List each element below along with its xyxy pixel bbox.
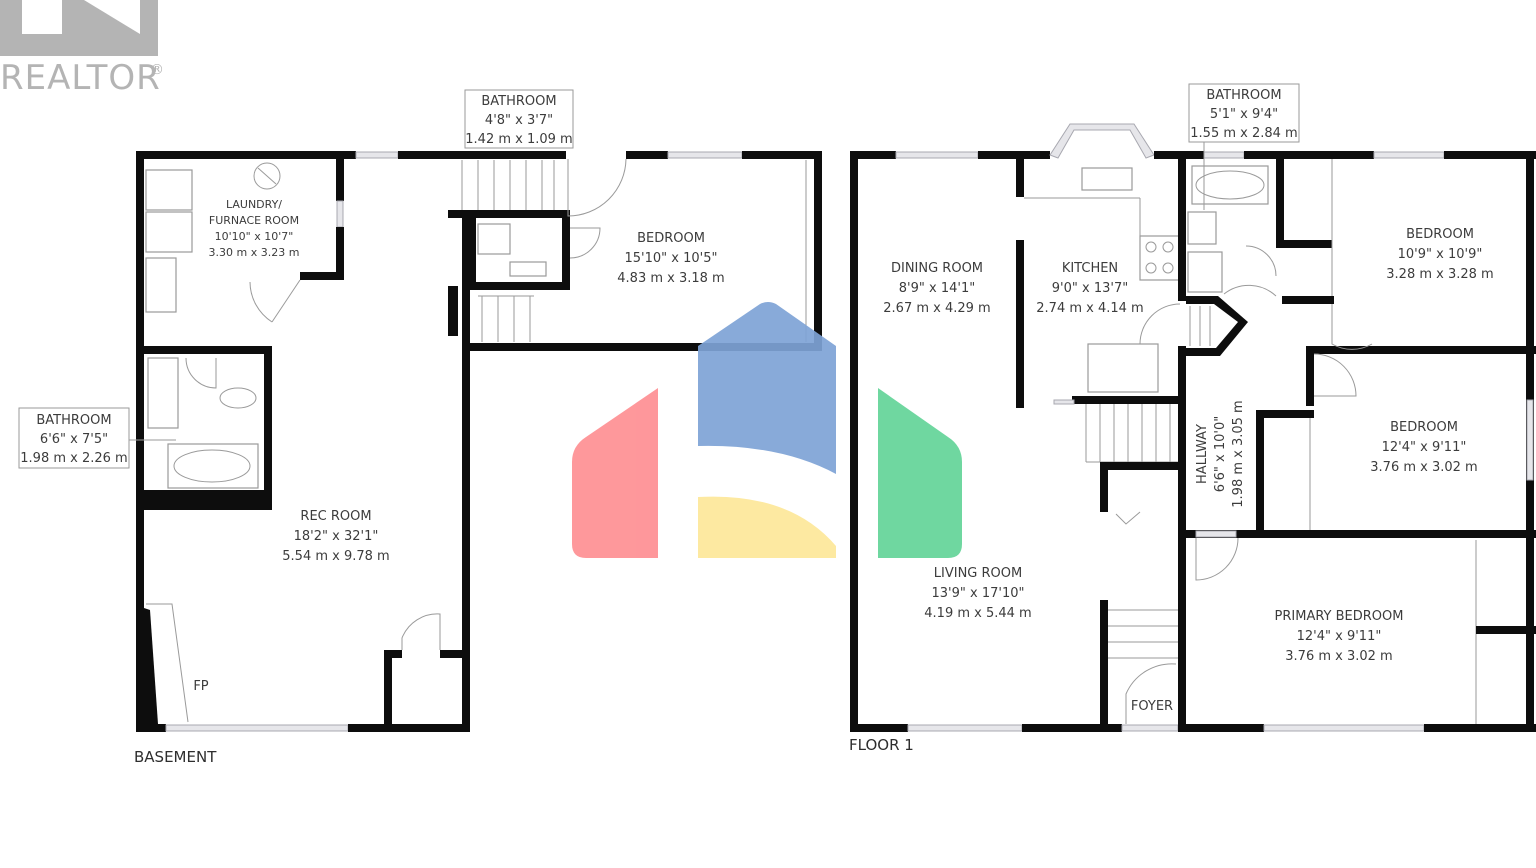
svg-text:5.54 m x 9.78 m: 5.54 m x 9.78 m [282, 549, 389, 564]
svg-text:4.19 m x 5.44 m: 4.19 m x 5.44 m [924, 606, 1031, 621]
room-foyer: FOYER [1131, 699, 1173, 714]
svg-text:9'0" x 13'7": 9'0" x 13'7" [1052, 281, 1128, 296]
room-bedroom-2-floor1: BEDROOM 12'4" x 9'11" 3.76 m x 3.02 m [1370, 420, 1477, 475]
floor-title-floor1: FLOOR 1 [849, 736, 914, 754]
room-living-room: LIVING ROOM 13'9" x 17'10" 4.19 m x 5.44… [924, 566, 1031, 621]
svg-text:FURNACE ROOM: FURNACE ROOM [209, 214, 299, 227]
svg-text:10'10" x 10'7": 10'10" x 10'7" [215, 230, 294, 243]
svg-text:BEDROOM: BEDROOM [1406, 227, 1474, 242]
svg-text:LIVING ROOM: LIVING ROOM [934, 566, 1022, 581]
house-logo-icon [572, 302, 962, 558]
svg-text:BATHROOM: BATHROOM [36, 413, 111, 428]
svg-text:8'9" x 14'1": 8'9" x 14'1" [899, 281, 975, 296]
svg-text:BEDROOM: BEDROOM [637, 231, 705, 246]
svg-text:1.42 m x 1.09 m: 1.42 m x 1.09 m [465, 132, 572, 147]
svg-text:BATHROOM: BATHROOM [1206, 88, 1281, 103]
svg-text:18'2" x 32'1": 18'2" x 32'1" [294, 529, 379, 544]
room-bedroom-1-floor1: BEDROOM 10'9" x 10'9" 3.28 m x 3.28 m [1386, 227, 1493, 282]
room-kitchen: KITCHEN 9'0" x 13'7" 2.74 m x 4.14 m [1036, 261, 1143, 316]
svg-text:REC ROOM: REC ROOM [300, 509, 371, 524]
svg-text:3.28 m x 3.28 m: 3.28 m x 3.28 m [1386, 267, 1493, 282]
svg-text:4.83 m x 3.18 m: 4.83 m x 3.18 m [617, 271, 724, 286]
realtor-r-icon [0, 0, 158, 56]
svg-text:1.98 m x 3.05 m: 1.98 m x 3.05 m [1231, 400, 1246, 507]
svg-text:3.76 m x 3.02 m: 3.76 m x 3.02 m [1370, 460, 1477, 475]
svg-text:2.74 m x 4.14 m: 2.74 m x 4.14 m [1036, 301, 1143, 316]
fireplace-label: FP [193, 679, 208, 694]
floor1-plan: BATHROOM 5'1" x 9'4" 1.55 m x 2.84 m DIN… [849, 83, 1536, 754]
svg-text:BATHROOM: BATHROOM [481, 94, 556, 109]
svg-text:LAUNDRY/: LAUNDRY/ [226, 198, 282, 211]
svg-text:12'4" x 9'11": 12'4" x 9'11" [1382, 440, 1467, 455]
room-bathroom-floor1: BATHROOM 5'1" x 9'4" 1.55 m x 2.84 m [1188, 83, 1300, 210]
realtor-logo: REALTOR ® [0, 0, 164, 98]
registered-mark: ® [150, 62, 164, 78]
realtor-wordmark: REALTOR [0, 58, 161, 98]
svg-text:3.30 m x 3.23 m: 3.30 m x 3.23 m [209, 246, 300, 259]
svg-text:1.98 m x 2.26 m: 1.98 m x 2.26 m [20, 451, 127, 466]
basement-plan: LAUNDRY/ FURNACE ROOM 10'10" x 10'7" 3.3… [18, 89, 822, 766]
svg-text:10'9" x 10'9": 10'9" x 10'9" [1398, 247, 1483, 262]
floor-title-basement: BASEMENT [134, 748, 217, 766]
room-primary-bedroom: PRIMARY BEDROOM 12'4" x 9'11" 3.76 m x 3… [1275, 609, 1404, 664]
room-laundry-furnace: LAUNDRY/ FURNACE ROOM 10'10" x 10'7" 3.3… [209, 198, 300, 259]
svg-text:6'6" x 7'5": 6'6" x 7'5" [40, 432, 108, 447]
room-bathroom-basement-1: BATHROOM 4'8" x 3'7" 1.42 m x 1.09 m [464, 89, 574, 149]
svg-text:HALLWAY: HALLWAY [1195, 424, 1210, 484]
floor1-stairs [1085, 306, 1211, 659]
room-bedroom-basement: BEDROOM 15'10" x 10'5" 4.83 m x 3.18 m [617, 231, 724, 286]
svg-text:KITCHEN: KITCHEN [1062, 261, 1118, 276]
room-rec-room: REC ROOM 18'2" x 32'1" 5.54 m x 9.78 m [282, 509, 389, 564]
svg-text:15'10" x 10'5": 15'10" x 10'5" [625, 251, 718, 266]
svg-text:1.55 m x 2.84 m: 1.55 m x 2.84 m [1190, 126, 1297, 141]
room-hallway: HALLWAY 6'6" x 10'0" 1.98 m x 3.05 m [1195, 400, 1246, 507]
room-dining-room: DINING ROOM 8'9" x 14'1" 2.67 m x 4.29 m [883, 261, 990, 316]
svg-text:DINING ROOM: DINING ROOM [891, 261, 983, 276]
svg-text:6'6" x 10'0": 6'6" x 10'0" [1213, 416, 1228, 492]
svg-text:13'9" x 17'10": 13'9" x 17'10" [932, 586, 1025, 601]
svg-text:12'4" x 9'11": 12'4" x 9'11" [1297, 629, 1382, 644]
svg-text:2.67 m x 4.29 m: 2.67 m x 4.29 m [883, 301, 990, 316]
svg-text:4'8" x 3'7": 4'8" x 3'7" [485, 113, 553, 128]
svg-text:BEDROOM: BEDROOM [1390, 420, 1458, 435]
basement-stairs [461, 160, 555, 342]
svg-text:3.76 m x 3.02 m: 3.76 m x 3.02 m [1285, 649, 1392, 664]
svg-text:PRIMARY BEDROOM: PRIMARY BEDROOM [1275, 609, 1404, 624]
svg-text:5'1" x 9'4": 5'1" x 9'4" [1210, 107, 1278, 122]
room-bathroom-basement-2: BATHROOM 6'6" x 7'5" 1.98 m x 2.26 m [18, 407, 176, 469]
